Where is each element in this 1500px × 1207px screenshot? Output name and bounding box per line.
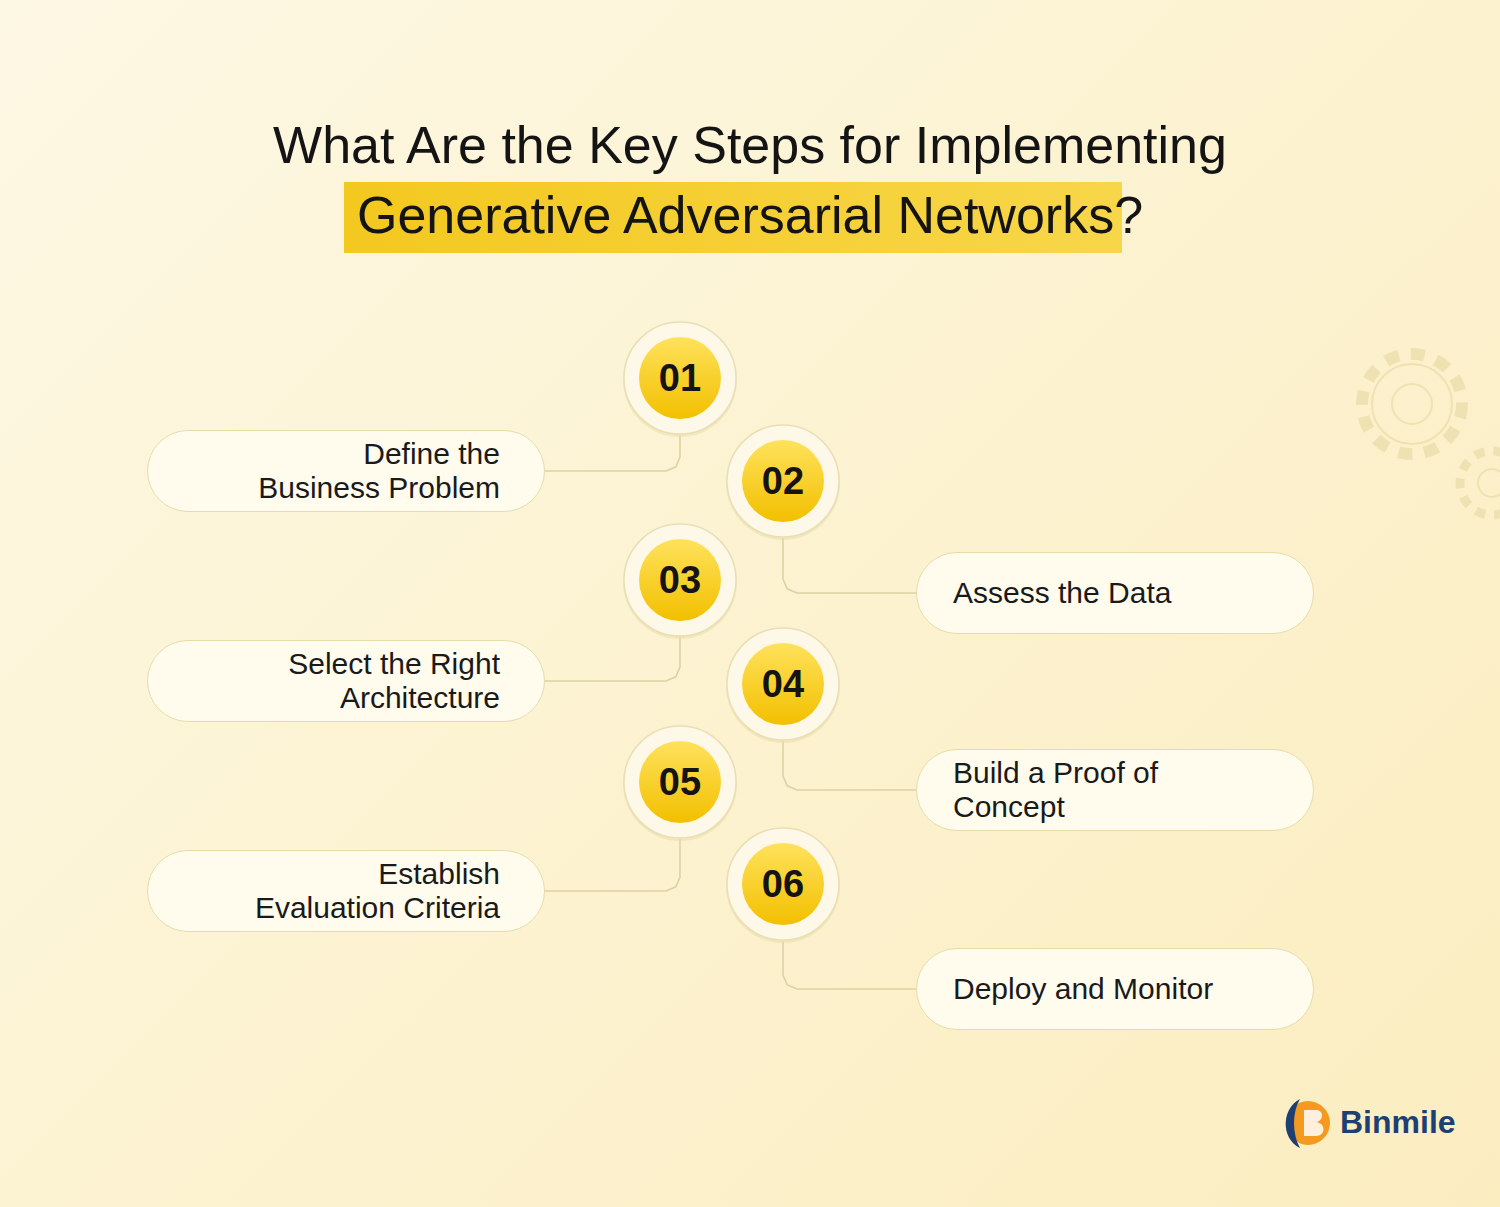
step-number: 05 — [623, 725, 737, 839]
step-label: Define the Business Problem — [245, 437, 500, 505]
step-number-circle: 05 — [623, 725, 737, 839]
leader-line — [545, 435, 680, 471]
step-number: 01 — [623, 321, 737, 435]
step-number: 03 — [623, 523, 737, 637]
step-number: 02 — [726, 424, 840, 538]
leader-line — [783, 741, 916, 790]
logo-text: Binmile — [1340, 1104, 1456, 1141]
step-number-circle: 02 — [726, 424, 840, 538]
step-number: 06 — [726, 827, 840, 941]
leader-line — [783, 941, 916, 989]
step-label: Deploy and Monitor — [953, 972, 1213, 1006]
leader-line — [545, 839, 680, 891]
step-number-circle: 04 — [726, 627, 840, 741]
step-number-circle: 06 — [726, 827, 840, 941]
step-number-circle: 01 — [623, 321, 737, 435]
step-box: Select the Right Architecture — [147, 640, 545, 722]
step-label: Build a Proof of Concept — [953, 756, 1253, 824]
step-label: Assess the Data — [953, 576, 1171, 610]
step-box: Establish Evaluation Criteria — [147, 850, 545, 932]
step-box: Assess the Data — [916, 552, 1314, 634]
step-number-circle: 03 — [623, 523, 737, 637]
step-box: Define the Business Problem — [147, 430, 545, 512]
step-label: Select the Right Architecture — [245, 647, 500, 715]
gear-icon — [1362, 354, 1500, 515]
step-box: Build a Proof of Concept — [916, 749, 1314, 831]
title: What Are the Key Steps for Implementing … — [200, 110, 1300, 250]
step-label: Establish Evaluation Criteria — [245, 857, 500, 925]
logo-icon — [1286, 1099, 1330, 1148]
step-number: 04 — [726, 627, 840, 741]
leader-line — [783, 538, 916, 593]
step-box: Deploy and Monitor — [916, 948, 1314, 1030]
leader-line — [545, 637, 680, 681]
